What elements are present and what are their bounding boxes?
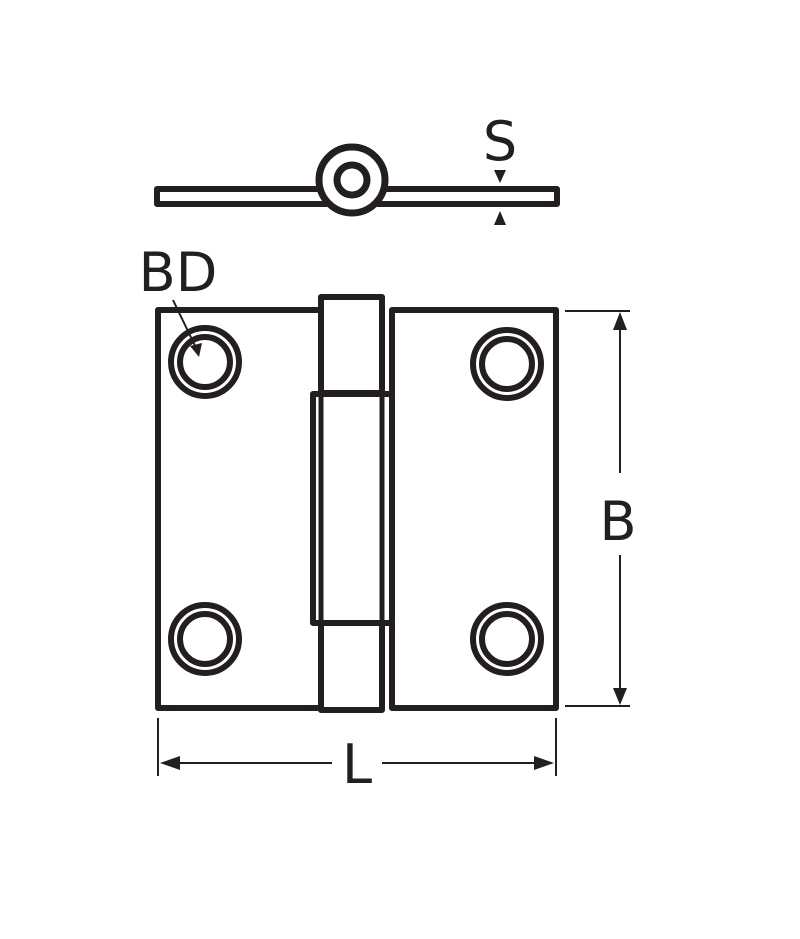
knuckle-top <box>318 294 385 396</box>
l-arrow-left-icon <box>160 756 180 770</box>
top-view <box>154 143 560 225</box>
b-arrow-down-icon <box>613 688 627 705</box>
b-arrow-up-icon <box>613 312 627 330</box>
bd-arrow-icon <box>190 343 202 357</box>
dimension-b <box>565 310 630 707</box>
knuckle-bottom <box>318 620 385 713</box>
s-arrow-up-icon <box>494 211 506 225</box>
knuckle-middle <box>310 391 395 626</box>
screw-hole-bottom-right <box>470 602 544 676</box>
s-arrow-down-icon <box>494 170 506 183</box>
screw-hole-bottom-left <box>168 602 242 676</box>
label-l: L <box>342 733 372 796</box>
label-b: B <box>599 490 636 553</box>
l-arrow-right-icon <box>534 756 554 770</box>
label-s: S <box>483 110 517 173</box>
top-view-pin <box>333 161 371 199</box>
left-leaf <box>155 307 320 711</box>
bd-leader-line <box>172 299 199 353</box>
dimension-l <box>157 718 557 776</box>
screw-hole-top-right <box>470 327 544 401</box>
front-view <box>155 294 559 713</box>
label-bd: BD <box>139 241 218 304</box>
right-leaf <box>389 307 559 711</box>
screw-hole-top-left <box>168 325 242 399</box>
